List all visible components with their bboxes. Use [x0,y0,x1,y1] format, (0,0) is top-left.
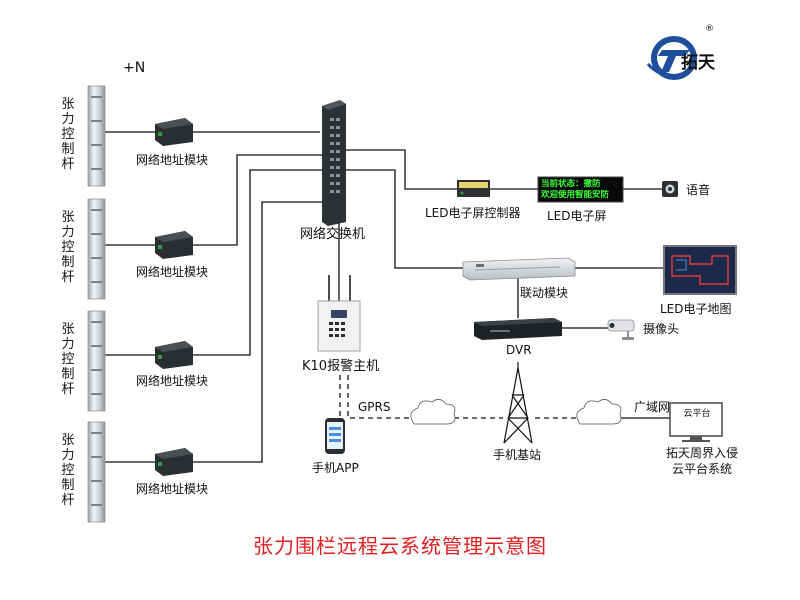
cloud-icon-1 [410,399,456,425]
network-switch [322,100,346,226]
led-controller-label: LED电子屏控制器 [425,206,521,220]
dvr-device [474,318,562,340]
linkage-module-device [462,257,576,281]
phone-icon [325,418,345,454]
led-screen-line-2: 欢迎使用智能安防 [541,190,610,200]
gprs-label: GPRS [358,400,391,414]
post-label: 张力控制杆 [61,97,75,172]
base-station-label: 手机基站 [493,448,542,462]
linkage-module-label: 联动模块 [520,286,569,300]
speaker-label: 语音 [686,183,711,197]
led-screen-label: LED电子屏 [547,209,607,223]
brand-name: 拓天 [681,53,715,73]
module-label: 网络地址模块 [136,265,209,279]
post-label: 张力控制杆 [61,210,75,285]
app-label: 手机APP [312,461,359,475]
alarm-host-device [317,275,361,352]
module-label: 网络地址模块 [136,153,209,167]
base-station-tower-icon [503,362,533,444]
module-label: 网络地址模块 [136,374,209,388]
connection-lines [105,131,670,463]
monitor-icon [669,402,723,442]
cloud-platform-screen-label: 云平台 [683,409,711,419]
registered-mark: ® [705,24,714,34]
led-screen-device [537,176,624,203]
led-map-device [663,245,737,295]
cloud-system-label-line-1: 拓天周界入侵 [666,446,739,460]
alarm-host-label: K10报警主机 [302,359,380,374]
plus-n-label: +N [123,60,146,76]
dvr-label: DVR [506,343,532,357]
post-label: 张力控制杆 [61,433,75,508]
cloud-system-label-line-2: 云平台系统 [672,462,733,476]
cloud-icon-2 [576,399,622,425]
tension-posts [87,85,106,523]
module-label: 网络地址模块 [136,482,209,496]
wan-label: 广域网 [634,400,671,414]
network-address-modules [155,118,193,476]
post-label: 张力控制杆 [61,322,75,397]
diagram-title: 张力围栏远程云系统管理示意图 [253,534,547,558]
switch-label: 网络交换机 [300,227,366,242]
brand-logo-icon [646,36,697,80]
led-screen-line-1: 当前状态：撤防 [541,179,601,189]
led-map-label: LED电子地图 [660,302,732,316]
camera-label: 摄像头 [643,322,680,336]
led-controller-device [457,180,490,197]
speaker-icon [662,181,678,197]
camera-icon [607,319,635,340]
